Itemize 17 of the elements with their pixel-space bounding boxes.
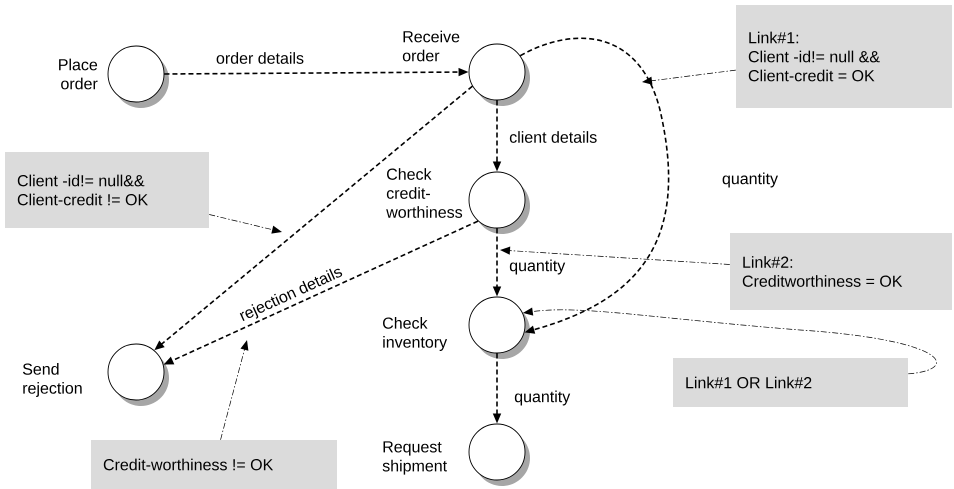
arrow	[520, 38, 670, 334]
activity-label: Check credit-worthiness	[386, 168, 462, 218]
activity-label: Receive order	[402, 30, 460, 62]
edge-label: quantity	[513, 390, 572, 406]
edge-label: order details	[214, 51, 306, 65]
activity-label: Send rejection	[22, 363, 82, 397]
condition-box: Client -id!= null&& Client-credit != OK	[5, 152, 209, 228]
activity-label: Check inventory	[383, 317, 448, 351]
condition-box: Link#2: Creditworthiness = OK	[730, 233, 952, 310]
condition-box: Link#1: Client -id!= null && Client-credit = OK	[736, 5, 952, 108]
edge-label: quantity	[508, 258, 566, 276]
condition-box: Link#1 OR Link#2	[673, 358, 908, 407]
condition-box: Credit-worthiness != OK	[91, 440, 337, 489]
activity-label: Request shipment	[382, 441, 447, 475]
edge-label: quantity	[720, 172, 780, 188]
edge-label: client details	[508, 130, 598, 144]
activity-label: Place order	[59, 58, 98, 90]
